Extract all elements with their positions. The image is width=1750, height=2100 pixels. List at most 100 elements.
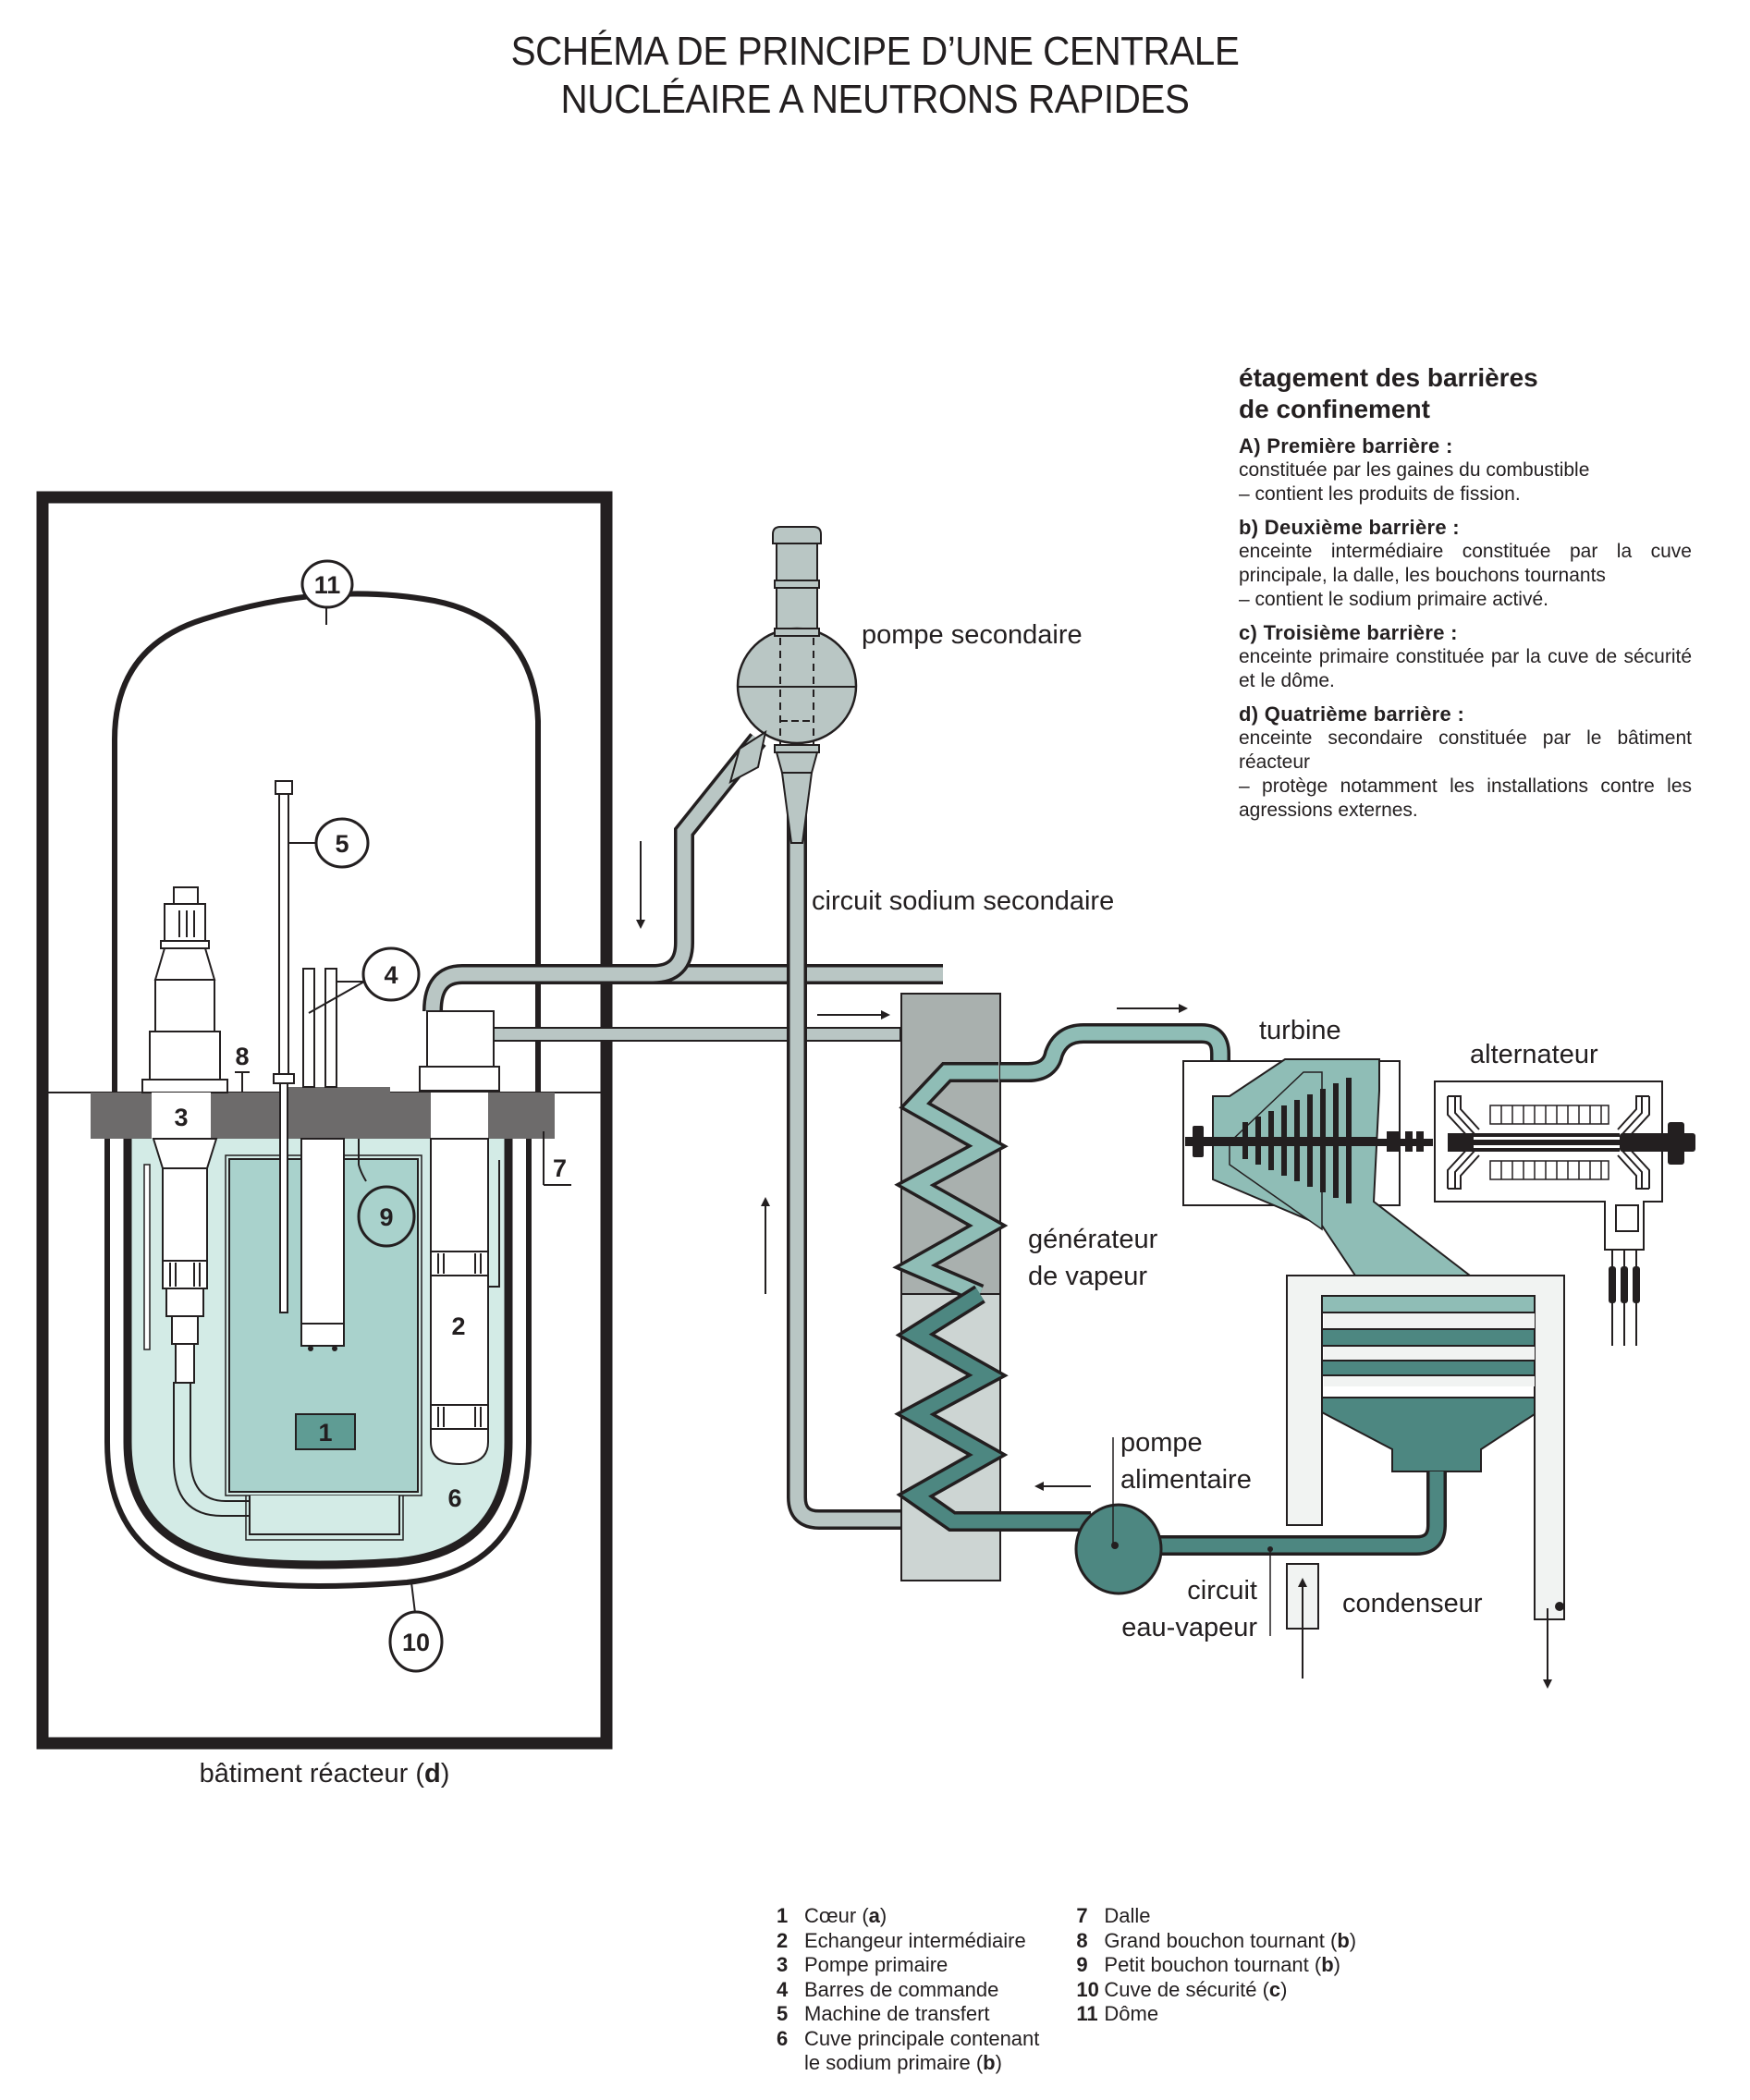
callout-5-circle [314, 817, 370, 869]
callout-7: 7 [553, 1154, 567, 1182]
primary-pump [141, 886, 228, 1384]
barrier-item: d) Quatrième barrière : enceinte seconda… [1239, 702, 1692, 823]
legend-text: Machine de transfert [804, 2002, 990, 2025]
legend-number: 11 [1076, 2002, 1098, 2025]
water-steam-leader-dot [1267, 1546, 1273, 1552]
insulator [1633, 1266, 1640, 1303]
outlet-dot [1555, 1602, 1564, 1611]
callout-2: 2 [451, 1312, 465, 1340]
callout-11-circle [300, 559, 354, 609]
callout-11: 11 [314, 571, 341, 599]
legend-text: Dôme [1104, 2002, 1159, 2025]
barrier-item: c) Troisième barrière : enceinte primair… [1239, 621, 1692, 693]
callout-4: 4 [384, 961, 398, 989]
legend-number: 9 [1076, 1953, 1088, 1976]
legend-number: 10 [1076, 1977, 1099, 2001]
barrier-title: d) Quatrième barrière : [1239, 702, 1465, 726]
control-plug-column [300, 1138, 345, 1325]
core-block [295, 1413, 356, 1450]
title-line-1: SCHÉMA DE PRINCIPE D’UNE CENTRALE [510, 29, 1240, 74]
condenser-tube-bank-2 [1321, 1328, 1536, 1347]
secondary-cold-leg [652, 735, 764, 982]
containment-barriers-panel: étagement des barrières de confinement A… [1239, 362, 1692, 823]
condenser-hotwell [1321, 1397, 1536, 1472]
feed-pump-label-1: pompe [1120, 1428, 1203, 1458]
feed-pump-leader-dot [1111, 1542, 1119, 1549]
water-steam-label-2: eau-vapeur [1121, 1613, 1257, 1642]
secondary-pump-label: pompe secondaire [862, 620, 1083, 650]
legend-item: 5 Machine de transfert [777, 2002, 1039, 2027]
callout-6: 6 [447, 1484, 461, 1512]
turbine-blades [1242, 1078, 1352, 1203]
barrier-note: – protège notamment les installations co… [1239, 775, 1692, 821]
secondary-pump [728, 526, 858, 844]
legend-text: Echangeur intermédiaire [804, 1928, 1026, 1952]
water-line [1143, 1471, 1444, 1553]
transfer-machine [273, 780, 295, 1313]
legend-number: 8 [1076, 1928, 1088, 1952]
reactor-building-wall [36, 491, 613, 1750]
inner-rod [143, 1164, 151, 1350]
condenser [1286, 1275, 1565, 1630]
callout-4-circle [361, 946, 421, 1002]
rod-foot [308, 1346, 313, 1351]
barrier-title: b) Deuxième barrière : [1239, 516, 1460, 539]
callout-9-circle [357, 1185, 416, 1248]
callout-5: 5 [335, 830, 349, 858]
barriers-heading-line-1: étagement des barrières [1239, 363, 1538, 392]
barrier-text: enceinte primaire constituée par la cuve… [1239, 646, 1692, 691]
callout-10: 10 [402, 1629, 430, 1656]
secondary-hot-leg [493, 1027, 901, 1042]
barrier-note: – contient les produits de fission. [1239, 483, 1521, 505]
pipe-crossing [790, 1029, 803, 1040]
feed-pump-label-2: alimentaire [1120, 1465, 1252, 1495]
control-plug-base [300, 1323, 345, 1347]
barrier-text: enceinte secondaire constituée par le bâ… [1239, 727, 1692, 773]
reactor-building-label: bâtiment réacteur (d) [200, 1759, 450, 1789]
barriers-heading-line-2: de confinement [1239, 395, 1430, 423]
title-line-2: NUCLÉAIRE A NEUTRONS RAPIDES [560, 77, 1190, 122]
diagrid-outline [245, 1496, 404, 1541]
turbine [1182, 1058, 1473, 1276]
insulator [1609, 1266, 1616, 1303]
legend-text: Cuve principale contenant le sodium prim… [804, 2026, 1040, 2075]
callout-8: 8 [235, 1043, 249, 1070]
callout-9: 9 [379, 1203, 393, 1231]
steam-generator-label-1: générateur [1028, 1225, 1158, 1254]
steam-generator [892, 993, 1009, 1581]
diagrid [249, 1496, 400, 1535]
condenser-label: condenseur [1342, 1589, 1483, 1618]
callout-10-circle [388, 1610, 444, 1673]
alternator-label: alternateur [1470, 1040, 1598, 1069]
legend-number: 2 [777, 1928, 789, 1952]
secondary-sodium-circuit-label: circuit sodium secondaire [812, 886, 1114, 916]
barrier-item: b) Deuxième barrière : enceinte interméd… [1239, 516, 1692, 612]
legend-number: 5 [777, 2002, 789, 2025]
feed-pump [1074, 1503, 1163, 1595]
secondary-return [789, 776, 900, 1527]
pump-pipe [173, 1382, 250, 1517]
legend-text: Cœur (a) [804, 1904, 887, 1927]
insulator [1621, 1266, 1628, 1303]
water-steam-label-1: circuit [1187, 1576, 1257, 1606]
condenser-tube-bank-3 [1321, 1360, 1536, 1376]
rod-foot [332, 1346, 337, 1351]
pump-pipe-inner [190, 1382, 250, 1502]
legend-number: 7 [1076, 1904, 1088, 1927]
legend-item: 11 Dôme [1076, 2002, 1356, 2027]
small-plug-leader [358, 1139, 367, 1182]
legend-item: 2 Echangeur intermédiaire [777, 1929, 1039, 1954]
barrier-item: A) Première barrière : constituée par le… [1239, 434, 1692, 507]
intermediate-exchanger [419, 964, 943, 1466]
alternator [1434, 1081, 1695, 1346]
callout-1: 1 [318, 1419, 332, 1447]
legend-text: Barres de commande [804, 1977, 999, 2001]
legend-text: Pompe primaire [804, 1953, 948, 1976]
turbine-label: turbine [1259, 1016, 1341, 1045]
